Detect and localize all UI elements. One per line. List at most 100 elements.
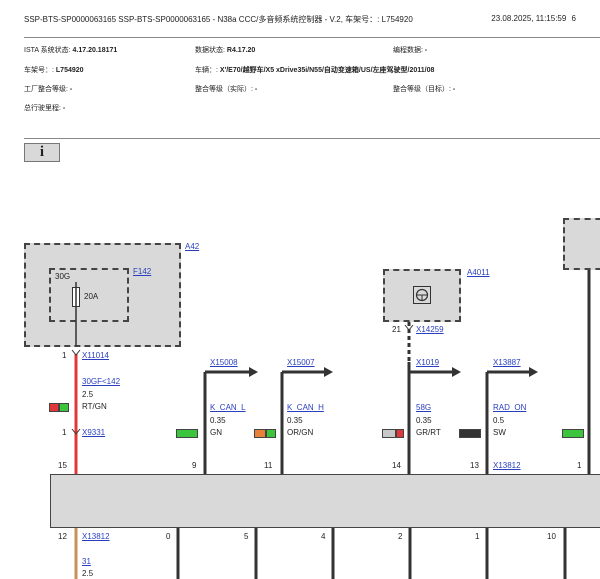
w3-size: 0.35 [287, 416, 303, 425]
ista-label: ISTA 系统状态: [24, 47, 71, 54]
pin-bottom-10: 10 [547, 532, 556, 541]
pin-x9331: 1 [62, 428, 67, 437]
swatch-gr [382, 429, 396, 438]
ista-status: ISTA 系统状态: 4.17.20.18171 [24, 45, 117, 55]
swatch-red [49, 403, 59, 412]
factory-value: - [69, 86, 73, 93]
vin-value: L754920 [55, 67, 84, 74]
link-x11014[interactable]: X11014 [82, 351, 109, 360]
header-rule [24, 37, 600, 38]
prog-data: 编程数据: - [393, 45, 427, 55]
link-kcanl[interactable]: K_CAN_L [210, 403, 246, 412]
prog-value: - [424, 47, 428, 54]
w5-color: SW [493, 428, 506, 437]
mileage: 总行驶里程: - [24, 103, 65, 113]
vehicle-label: 车辆：: [195, 67, 218, 74]
arrow-x15008 [205, 367, 258, 377]
report-header: SSP-BTS-SP0000063165 SSP-BTS-SP000006316… [24, 14, 576, 25]
link-x13812-top[interactable]: X13812 [493, 461, 521, 470]
pin-x11014: 1 [62, 351, 67, 360]
swatch-sw [459, 429, 481, 438]
pin-top-13: 13 [470, 461, 479, 470]
w1-size: 2.5 [82, 390, 94, 399]
factory-label: 工厂整合等级: [24, 86, 68, 93]
datetime-value: 23.08.2025, 11:15:59 [491, 14, 567, 23]
mileage-value: - [62, 105, 66, 112]
pin-bottom-2: 2 [398, 532, 403, 541]
pin-top-11: 11 [264, 461, 273, 470]
link-f142[interactable]: F142 [133, 267, 152, 276]
w6-size: 2.5 [82, 569, 94, 578]
actual-level: 整合等级（实际）: - [195, 84, 257, 94]
link-x1019[interactable]: X1019 [416, 358, 440, 367]
target-value: - [452, 86, 456, 93]
link-31[interactable]: 31 [82, 557, 91, 566]
connector-marks [71, 324, 414, 435]
actual-value: - [254, 86, 258, 93]
swatch-right-gn [562, 429, 584, 438]
target-label: 整合等级（目标）: [393, 86, 451, 93]
w4-size: 0.35 [416, 416, 432, 425]
info-button[interactable]: i [24, 143, 60, 162]
steering-wheel-glyph [415, 288, 429, 302]
pin-top-14: 14 [392, 461, 401, 470]
info-rule [24, 138, 600, 139]
swatch-or [254, 429, 266, 438]
w1-color: RT/GN [82, 402, 107, 411]
link-x15007[interactable]: X15007 [287, 358, 315, 367]
link-radon[interactable]: RAD_ON [493, 403, 527, 412]
factory-level: 工厂整合等级: - [24, 84, 72, 94]
link-x13812-bottom[interactable]: X13812 [82, 532, 110, 541]
pin-top-1: 1 [577, 461, 582, 470]
report-datetime: 23.08.2025, 11:15:59 6 [491, 14, 576, 23]
ista-value: 4.17.20.18171 [72, 47, 118, 54]
w5-size: 0.5 [493, 416, 505, 425]
arrow-x13887 [487, 367, 538, 377]
link-a4011[interactable]: A4011 [467, 268, 490, 277]
data-status: 数据状态: R4.17.20 [195, 45, 255, 55]
target-level: 整合等级（目标）: - [393, 84, 455, 94]
connector-x13812 [50, 474, 600, 528]
w4-color: GR/RT [416, 428, 441, 437]
link-30gf[interactable]: 30GF<142 [82, 377, 121, 386]
swatch-rt [396, 429, 404, 438]
swatch-gn2 [266, 429, 276, 438]
pin-top-15: 15 [58, 461, 67, 470]
pin-bottom-1: 1 [475, 532, 480, 541]
link-x14259[interactable]: X14259 [416, 325, 444, 334]
link-kcanh[interactable]: K_CAN_H [287, 403, 324, 412]
link-x9331[interactable]: X9331 [82, 428, 106, 437]
swatch-green [59, 403, 69, 412]
arrow-x15007 [282, 367, 333, 377]
pin-bottom-12: 12 [58, 532, 67, 541]
pin-x14259: 21 [392, 325, 401, 334]
pin-bottom-4: 4 [321, 532, 326, 541]
actual-label: 整合等级（实际）: [195, 86, 253, 93]
vehicle-value: X'/E70/越野车/X5 xDrive35i/N55/自动变速箱/US/左座驾… [219, 67, 435, 74]
arrow-x1019 [409, 367, 461, 377]
w2-size: 0.35 [210, 416, 226, 425]
vin: 车架号：: L754920 [24, 65, 84, 75]
vin-label: 车架号：: [24, 67, 54, 74]
steering-wheel-icon [413, 286, 431, 304]
link-x13887[interactable]: X13887 [493, 358, 521, 367]
page-number: 6 [571, 14, 576, 23]
prog-label: 编程数据: [393, 47, 423, 54]
module-right-box [563, 218, 600, 270]
data-label: 数据状态: [195, 47, 225, 54]
link-58g[interactable]: 58G [416, 403, 432, 412]
pin-bottom-5: 5 [244, 532, 249, 541]
w3-color: OR/GN [287, 428, 314, 437]
link-a42[interactable]: A42 [185, 242, 200, 251]
fuse-pin-label: 30G [55, 272, 71, 281]
swatch-gn [176, 429, 198, 438]
vehicle: 车辆：: X'/E70/越野车/X5 xDrive35i/N55/自动变速箱/U… [195, 65, 434, 75]
w2-color: GN [210, 428, 222, 437]
report-title: SSP-BTS-SP0000063165 SSP-BTS-SP000006316… [24, 15, 413, 24]
pin-top-9: 9 [192, 461, 197, 470]
fuse-rating: 20A [84, 292, 99, 301]
mileage-label: 总行驶里程: [24, 105, 61, 112]
fuse-f142-box [49, 268, 129, 322]
link-x15008[interactable]: X15008 [210, 358, 238, 367]
